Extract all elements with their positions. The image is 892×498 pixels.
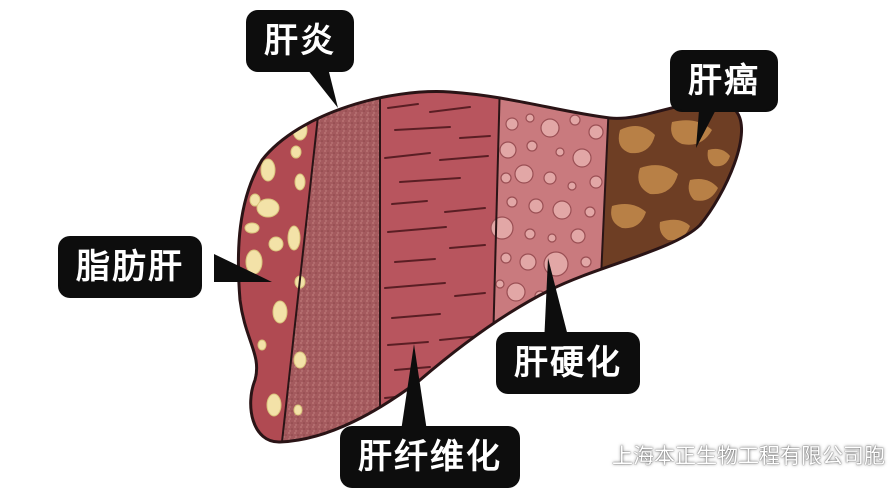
label-liver-cancer: 肝癌 [672,52,776,110]
label-fibrosis: 肝纤维化 [342,428,518,486]
label-cirrhosis: 肝硬化 [498,334,638,392]
pointer-hepatitis [300,60,338,108]
pointer-fibrosis [400,344,428,438]
label-hepatitis: 肝炎 [248,12,352,70]
watermark-text: 上海本正生物工程有限公司胞 [612,444,885,468]
liver-outline [236,90,743,444]
label-fatty-liver: 脂肪肝 [60,238,200,296]
pointer-cirrhosis [544,258,570,344]
cancer-blotches [611,120,730,241]
watermark: 上海本正生物工程有限公司胞 [576,440,885,470]
pointer-cancer [696,98,722,148]
wechat-icon [576,444,603,466]
pointer-fatty [214,254,272,282]
label-pointers [214,60,722,438]
